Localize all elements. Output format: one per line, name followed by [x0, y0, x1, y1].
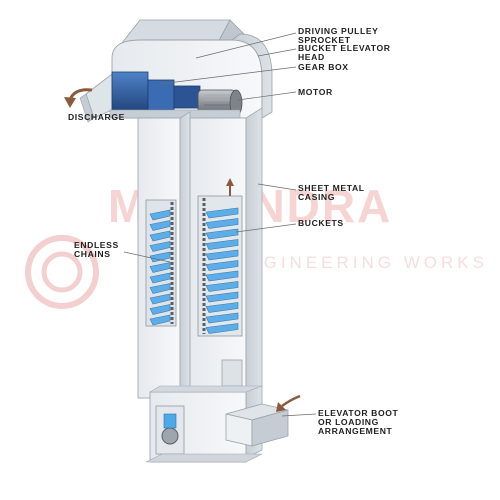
bucket [205, 260, 239, 271]
label-discharge: DISCHARGE [68, 112, 125, 122]
loading-arrow-icon [281, 394, 301, 408]
watermark-tagline: ENGINEERING WORKS [232, 253, 488, 272]
bucket [205, 291, 239, 303]
label-casing-line2: CASING [298, 192, 335, 202]
label-boot-line2: OR LOADING [318, 417, 379, 427]
bucket [205, 281, 239, 292]
bucket [205, 249, 239, 261]
elevator-boot [145, 385, 289, 463]
bucket [149, 230, 171, 242]
buckets-right-leg [205, 207, 239, 334]
motor [197, 89, 243, 117]
label-boot-line3: ARRANGEMENT [318, 426, 393, 436]
bucket [205, 270, 239, 282]
bucket [205, 207, 239, 219]
gear-box [111, 71, 149, 111]
up-arrow-icon [226, 178, 234, 196]
boot-pulley-icon [161, 427, 179, 445]
inspection-door [221, 359, 243, 387]
bucket [149, 272, 171, 284]
bucket [205, 302, 239, 313]
label-motor: MOTOR [298, 87, 333, 97]
buckets-left-leg [149, 209, 171, 326]
bucket [205, 323, 239, 334]
bucket [149, 209, 171, 221]
label-gear-box: GEAR BOX [298, 62, 349, 72]
discharge-arrowhead-icon [64, 97, 76, 108]
label-chains-line1: ENDLESS [74, 240, 119, 250]
loading-arrowhead-icon [276, 402, 286, 412]
label-head-line1: BUCKET ELEVATOR [298, 43, 391, 53]
watermark-logo-icon [25, 235, 99, 309]
bucket [149, 283, 171, 294]
bucket [205, 239, 239, 250]
bucket [149, 220, 171, 231]
labels: DRIVING PULLEY SPROCKET BUCKET ELEVATOR … [68, 26, 399, 436]
bucket [149, 241, 171, 252]
bucket [205, 218, 239, 229]
drive-assembly [109, 71, 243, 119]
label-chains-line2: CHAINS [74, 249, 111, 259]
label-buckets: BUCKETS [298, 218, 344, 228]
bucket [149, 262, 171, 273]
label-driving-pulley-line2: SPROCKET [298, 35, 351, 45]
bucket [205, 228, 239, 240]
label-driving-pulley-line1: DRIVING PULLEY [298, 26, 379, 36]
bucket [149, 314, 171, 326]
label-casing-line1: SHEET METAL [298, 183, 365, 193]
leader-lines [123, 32, 317, 417]
label-boot-line1: ELEVATOR BOOT [318, 408, 399, 418]
bucket [149, 251, 171, 263]
bucket [205, 312, 239, 324]
bucket [149, 293, 171, 305]
label-head-line2: HEAD [298, 52, 325, 62]
bucket [149, 304, 171, 315]
